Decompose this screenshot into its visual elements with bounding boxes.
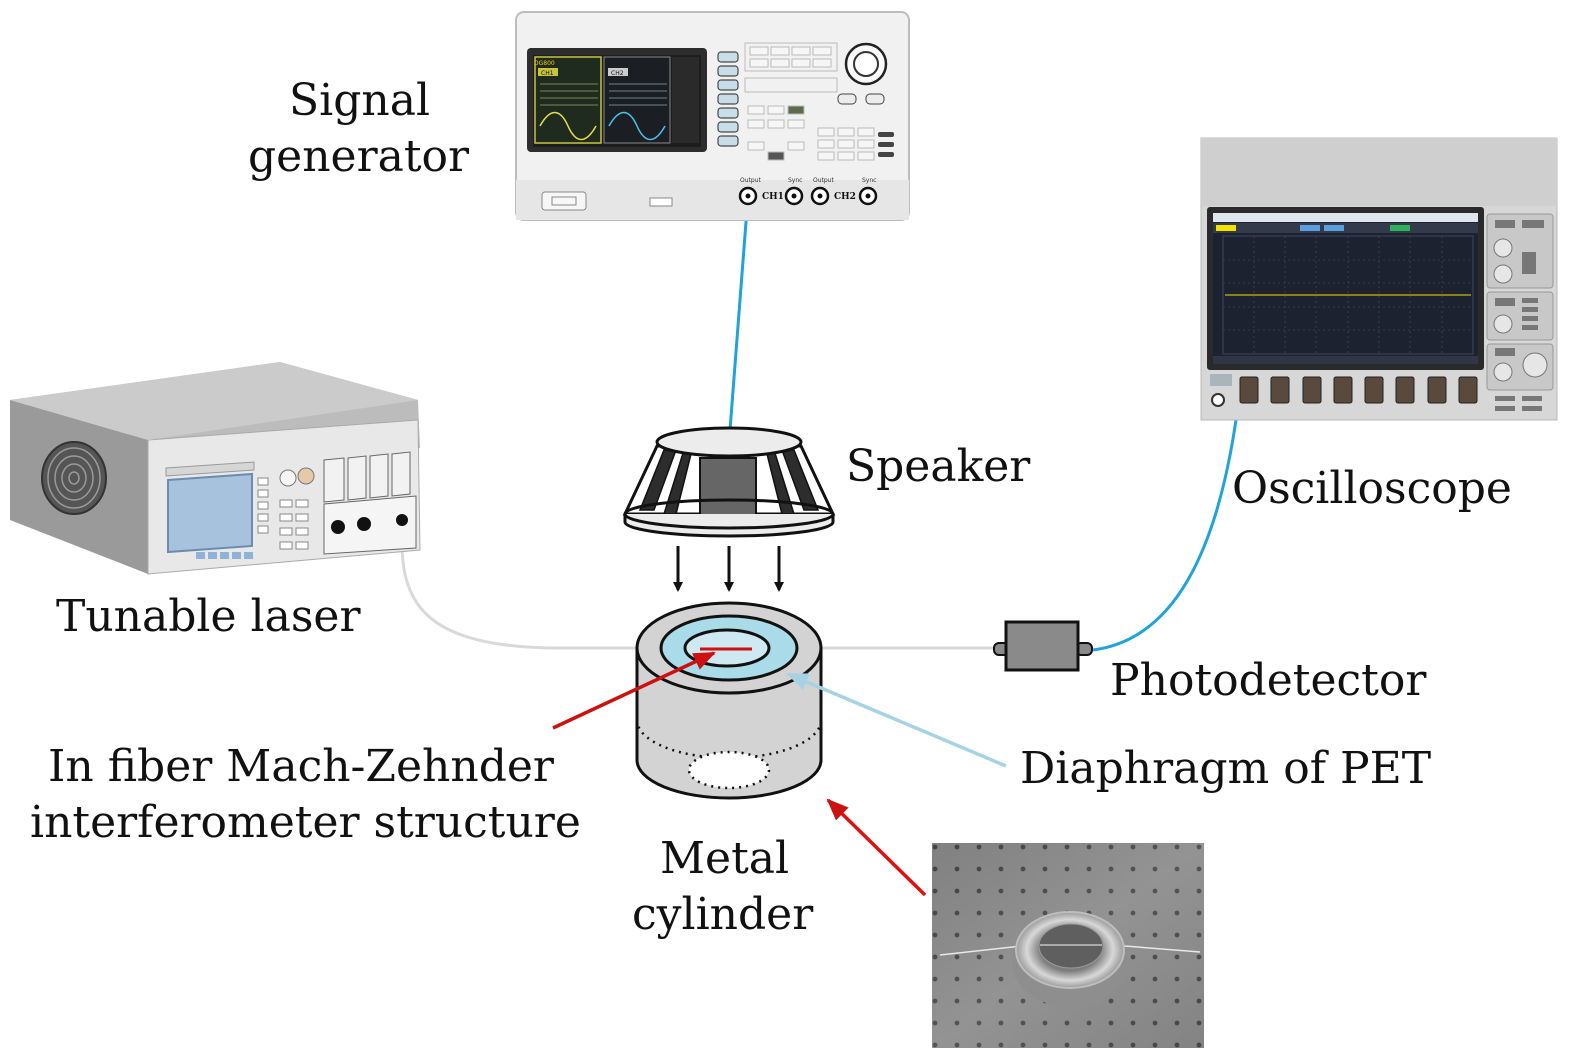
signal-generator: DG800 CH1 CH2 xyxy=(515,11,910,221)
signal-cable-photodetector-to-oscilloscope xyxy=(1092,389,1242,652)
mzi-pointer-arrow xyxy=(552,651,716,730)
sg-ch1-tab: CH1 xyxy=(541,70,554,77)
label-tunable-laser: Tunable laser xyxy=(56,591,361,642)
oscilloscope-screen xyxy=(1213,213,1478,364)
optical-fiber xyxy=(400,531,1000,650)
sg-brand-text: DG800 xyxy=(534,60,555,67)
sg-ch2-label: CH2 xyxy=(834,192,856,202)
tunable-laser xyxy=(10,362,421,575)
sg-usb-port xyxy=(649,197,673,207)
sg-sync1-label: Sync xyxy=(788,177,802,184)
cylinder-photo xyxy=(932,843,1204,1048)
sg-output1-label: Output xyxy=(740,177,761,184)
label-photodetector: Photodetector xyxy=(1110,655,1427,706)
metal-cylinder xyxy=(635,601,823,800)
photo-pointer-arrow xyxy=(826,798,927,897)
label-metal-cylinder-line1: Metal xyxy=(660,833,790,884)
sg-output2-label: Output xyxy=(813,177,834,184)
sg-ch1-sine-wave xyxy=(539,111,597,141)
label-mzi-line1: In fiber Mach-Zehnder xyxy=(48,741,554,792)
sg-ch1-label: CH1 xyxy=(762,192,784,202)
signal-cable-generator-to-speaker xyxy=(728,195,750,431)
oscilloscope xyxy=(1200,137,1558,421)
sg-ch2-tab: CH2 xyxy=(611,70,624,77)
sound-wave-arrows xyxy=(673,546,784,592)
laser-display xyxy=(167,472,253,554)
label-metal-cylinder-line2: cylinder xyxy=(632,889,814,940)
label-signal-generator-line2: generator xyxy=(248,131,470,182)
oscilloscope-input-channels xyxy=(1239,376,1478,404)
sg-sync2-label: Sync xyxy=(862,177,876,184)
photodetector xyxy=(993,620,1093,672)
speaker xyxy=(622,426,836,538)
label-diaphragm: Diaphragm of PET xyxy=(1020,743,1432,794)
label-signal-generator-line1: Signal xyxy=(289,75,431,126)
laser-fan-grille xyxy=(41,441,107,515)
diaphragm-pointer-arrow xyxy=(786,672,1007,768)
oscilloscope-power-button xyxy=(1211,393,1225,407)
sg-ch2-sine-wave xyxy=(608,111,666,141)
label-mzi-line2: interferometer structure xyxy=(30,797,581,848)
label-oscilloscope: Oscilloscope xyxy=(1232,463,1512,514)
label-speaker: Speaker xyxy=(846,441,1031,492)
sg-power-button xyxy=(541,191,587,211)
